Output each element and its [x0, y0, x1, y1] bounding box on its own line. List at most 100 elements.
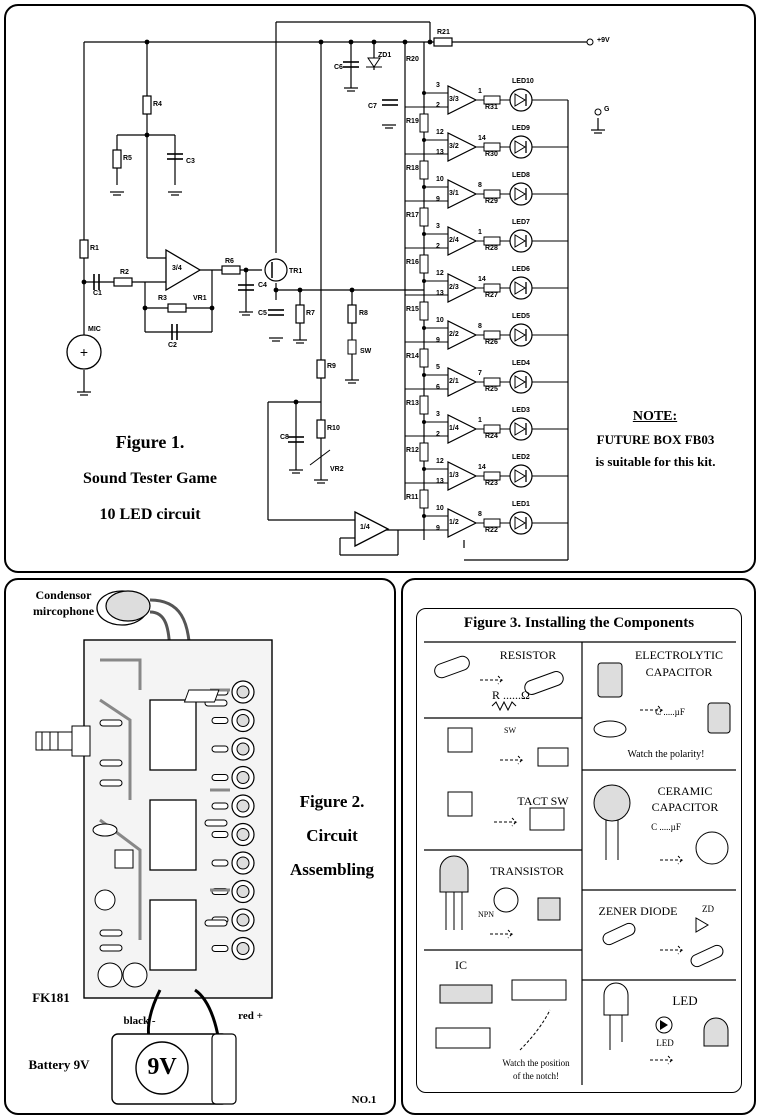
- pcb-led-lens: [236, 799, 250, 813]
- ceramic-title2: CAPACITOR: [651, 800, 719, 814]
- battery-value: 9V: [147, 1054, 177, 1080]
- pcb-led-lens: [236, 685, 250, 699]
- label-c2: C2: [168, 342, 177, 349]
- label-r20: R20: [406, 56, 419, 63]
- junction-dot: [422, 232, 426, 236]
- led-triangle: [514, 375, 526, 389]
- led-label: LED10: [512, 78, 534, 85]
- page-number: NO.1: [351, 1094, 377, 1106]
- led-ladder: [405, 85, 568, 538]
- figure3-title: Figure 3. Installing the Components: [463, 615, 695, 631]
- divider-resistor: [419, 207, 429, 227]
- led-label: LED5: [512, 313, 530, 320]
- polarity-note: Watch the polarity!: [627, 749, 705, 760]
- pin-out-label: 1: [478, 88, 482, 95]
- pin-minus-label: 13: [436, 149, 444, 156]
- comparator-2: [447, 132, 478, 162]
- pin-plus-label: 3: [436, 411, 440, 418]
- pin-plus-label: 3: [436, 223, 440, 230]
- label-opamp-comp: 1/4: [360, 524, 370, 531]
- led-resistor-label: R25: [485, 386, 498, 393]
- comparator-label: 1/4: [449, 425, 459, 432]
- comparator-label: 3/2: [449, 143, 459, 150]
- junction-dot: [422, 420, 426, 424]
- pcb-led-lens: [236, 856, 250, 870]
- led-resistor-label: R27: [485, 292, 498, 299]
- comparator-4: [447, 226, 478, 256]
- junction-dot: [422, 514, 426, 518]
- led-triangle: [514, 187, 526, 201]
- pcb-led-lens: [236, 885, 250, 898]
- svg-text:+: +: [80, 344, 88, 360]
- pin-out-label: 8: [478, 511, 482, 518]
- led-resistor: [483, 236, 501, 246]
- label-r8: R8: [359, 310, 368, 317]
- transistor-title: TRANSISTOR: [490, 864, 564, 878]
- battery-label: Battery 9V: [28, 1057, 90, 1072]
- figure1-panel: [4, 4, 756, 573]
- pcb-resistor: [211, 831, 229, 838]
- pin-out-label: 7: [478, 370, 482, 377]
- comparator-10: [447, 508, 478, 538]
- pin-plus-label: 10: [436, 505, 444, 512]
- electrolytic-formula: C .....µF: [655, 707, 685, 717]
- pin-minus-label: 9: [436, 337, 440, 344]
- resistor-formula: R ......Ω: [492, 688, 530, 702]
- label-c3: C3: [186, 158, 195, 165]
- junction-dot: [422, 279, 426, 283]
- pin-out-label: 8: [478, 182, 482, 189]
- mic-label2: mircophone: [32, 604, 95, 618]
- led-label: LED4: [512, 360, 530, 367]
- led-resistor-label: R29: [485, 198, 498, 205]
- led-triangle: [514, 93, 526, 107]
- led-label: LED1: [512, 501, 530, 508]
- figure2-title: Figure 2.: [299, 792, 365, 811]
- comparator-label: 1/3: [449, 472, 459, 479]
- label-r3: R3: [158, 295, 167, 302]
- label-c1: C1: [93, 290, 102, 297]
- pin-minus-label: 6: [436, 384, 440, 391]
- led-resistor-label: R26: [485, 339, 498, 346]
- comparator-label: 2/2: [449, 331, 459, 338]
- divider-resistor: [419, 489, 429, 509]
- label-r1: R1: [90, 245, 99, 252]
- label-r6: R6: [225, 258, 234, 265]
- label-r2: R2: [120, 269, 129, 276]
- pcb-resistor: [211, 717, 229, 724]
- comparator-1: [447, 85, 478, 115]
- label-vr1: VR1: [193, 295, 207, 302]
- pin-minus-label: 13: [436, 478, 444, 485]
- zd-label: ZD: [702, 904, 714, 914]
- electrolytic-title1: ELECTROLYTIC: [634, 648, 724, 662]
- comparator-label: 2/4: [449, 237, 459, 244]
- led-resistor: [483, 377, 501, 387]
- label-sw: SW: [360, 348, 372, 355]
- divider-label: R16: [406, 259, 419, 266]
- divider-label: R11: [406, 494, 419, 501]
- pin-minus-label: 9: [436, 196, 440, 203]
- zener-title: ZENER DIODE: [598, 904, 678, 918]
- figure1-subtitle2: 10 LED circuit: [99, 506, 201, 523]
- opamp-comparator: [354, 510, 390, 548]
- figure2-line2: Assembling: [289, 860, 375, 879]
- pin-minus-label: 2: [436, 102, 440, 109]
- pin-out-label: 14: [478, 464, 486, 471]
- divider-label: R18: [406, 165, 419, 172]
- led-resistor-label: R31: [485, 104, 498, 111]
- label-vr2: VR2: [330, 466, 344, 473]
- figure1-subtitle1: Sound Tester Game: [83, 470, 217, 487]
- led-triangle: [514, 328, 526, 342]
- mic-symbol: [66, 334, 102, 370]
- ic-title: IC: [455, 958, 467, 972]
- led-triangle: [514, 234, 526, 248]
- pin-out-label: 1: [478, 229, 482, 236]
- divider-resistor: [419, 442, 429, 462]
- note-title: NOTE:: [632, 409, 678, 424]
- pin-minus-label: 2: [436, 431, 440, 438]
- comparator-label: 2/3: [449, 284, 459, 291]
- sw-label: SW: [504, 726, 516, 735]
- divider-resistor: [419, 113, 429, 133]
- label-tr1: TR1: [289, 268, 303, 275]
- junction-dot: [422, 91, 426, 95]
